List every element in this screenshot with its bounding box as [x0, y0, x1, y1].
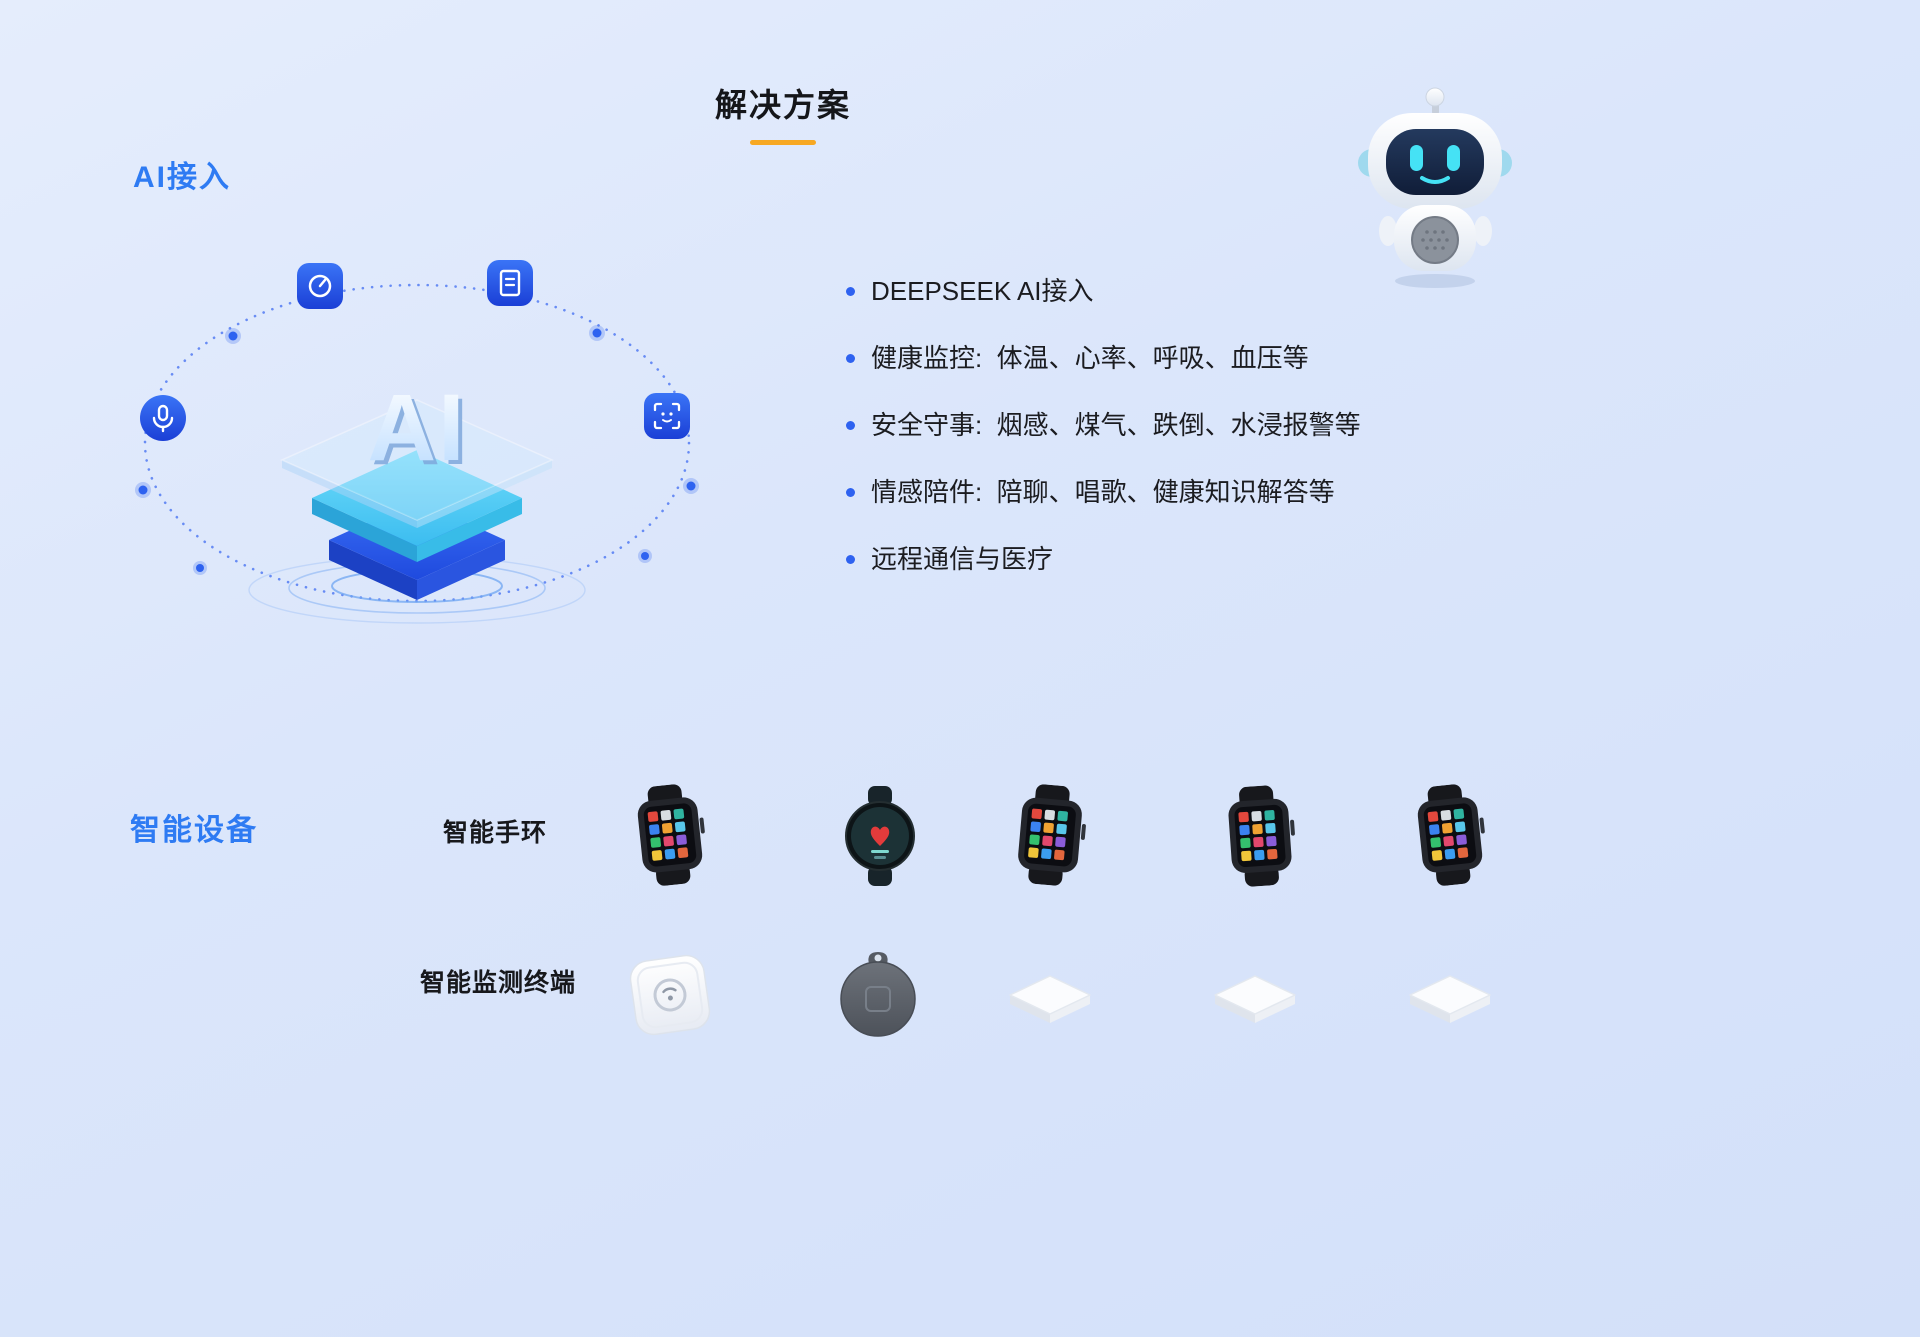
monitor-terminal-image: [828, 946, 928, 1041]
page-title-block: 解决方案: [715, 80, 851, 145]
gauge-icon: [297, 263, 343, 309]
face-scan-icon: [644, 393, 690, 439]
bullet-item: DEEPSEEK AI接入: [846, 274, 1361, 308]
monitor-terminal-image: [620, 948, 720, 1043]
document-icon: [487, 260, 533, 306]
bullet-text: 情感陪件: 陪聊、唱歌、健康知识解答等: [871, 477, 1335, 507]
bullet-dot-icon: [846, 488, 855, 497]
section-heading-smart-devices: 智能设备: [130, 814, 258, 847]
bullet-text: 健康监控: 体温、心率、呼吸、血压等: [871, 343, 1309, 373]
monitor-terminal-image: [1400, 950, 1500, 1045]
smartwatch-image: [1397, 780, 1502, 889]
title-underline: [749, 140, 816, 145]
bullet-text: 安全守事: 烟感、煤气、跌倒、水浸报警等: [871, 410, 1361, 440]
monitor-terminal-image: [1205, 950, 1305, 1045]
row-label-monitor-terminal: 智能监测终端: [420, 969, 577, 997]
orbit-node-dots: [135, 325, 699, 575]
svg-text:AI: AI: [368, 375, 467, 481]
robot-shadow: [1395, 274, 1475, 288]
smartwatch-image: [1209, 783, 1311, 889]
ai-platform-illustration: AI AI: [105, 238, 730, 633]
bullet-dot-icon: [846, 421, 855, 430]
bullet-item: 健康监控: 体温、心率、呼吸、血压等: [846, 341, 1361, 375]
bullet-item: 安全守事: 烟感、煤气、跌倒、水浸报警等: [846, 408, 1361, 442]
solution-bullet-list: DEEPSEEK AI接入 健康监控: 体温、心率、呼吸、血压等 安全守事: 烟…: [846, 274, 1361, 609]
row-label-smart-wristband: 智能手环: [443, 819, 548, 847]
smartwatch-image: [617, 780, 722, 889]
platform-layer-cyan: [312, 450, 522, 562]
bullet-text: 远程通信与医疗: [871, 544, 1054, 574]
robot-mascot-illustration: [1338, 85, 1523, 290]
bullet-dot-icon: [846, 555, 855, 564]
page-title: 解决方案: [714, 87, 852, 123]
smartwatch-image: [998, 781, 1101, 889]
bullet-dot-icon: [846, 354, 855, 363]
bullet-dot-icon: [846, 287, 855, 296]
svg-text:AI: AI: [372, 379, 471, 485]
microphone-icon: [140, 395, 186, 441]
bullet-item: 远程通信与医疗: [846, 542, 1361, 576]
platform-layer-glass: [280, 399, 554, 528]
bullet-text: DEEPSEEK AI接入: [871, 276, 1094, 306]
smartwatch-image: [833, 786, 928, 886]
section-heading-ai-access: AI接入: [133, 161, 231, 194]
monitor-terminal-image: [1000, 950, 1100, 1045]
bullet-item: 情感陪件: 陪聊、唱歌、健康知识解答等: [846, 475, 1361, 509]
ai-3d-text: AI AI: [368, 375, 471, 485]
